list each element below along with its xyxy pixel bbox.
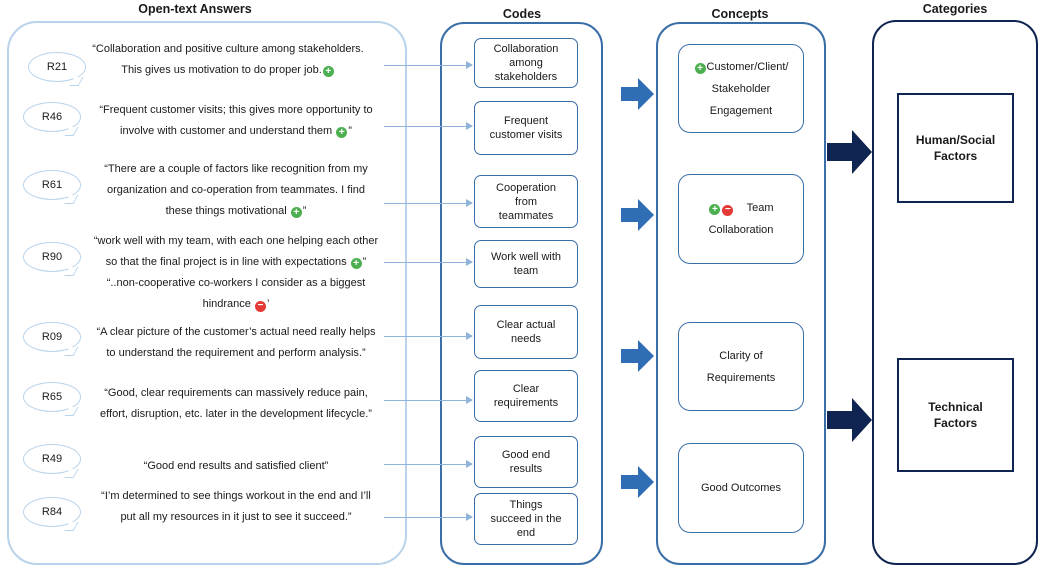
concept-line: Good Outcomes: [700, 482, 782, 494]
block-arrow: [621, 78, 654, 110]
quote-line: organization and co-operation from teamm…: [106, 184, 366, 196]
concept-line: Stakeholder: [711, 82, 771, 95]
negative-icon: −: [254, 301, 266, 312]
concept-box: +Customer/Client/ Stakeholder Engagement: [678, 44, 804, 133]
respondent-label-r46: R46: [23, 102, 81, 132]
concept-line: +Customer/Client/: [694, 56, 788, 78]
concept-box: Clarity of Requirements: [678, 322, 804, 411]
quote-line: effort, disruption, etc. later in the de…: [100, 408, 372, 420]
quote-line: involve with customer and understand the…: [120, 125, 352, 138]
respondent-label-r90: R90: [23, 242, 81, 272]
codes-title: Codes: [502, 7, 542, 21]
quote-line: hindrance −’: [202, 298, 270, 312]
positive-icon: +: [336, 127, 348, 138]
connector-arrow: [384, 258, 473, 266]
quote-line: “Collaboration and positive culture amon…: [92, 43, 364, 55]
connector-arrow: [384, 122, 473, 130]
quote-line: to understand the requirement and perfor…: [106, 347, 366, 359]
positive-icon: +: [709, 204, 721, 215]
quote-r84: “I’m determined to see things workout in…: [78, 486, 394, 528]
categories-panel: [872, 20, 1038, 565]
connector-arrow: [384, 513, 473, 521]
concept-line: Requirements: [706, 371, 776, 384]
concept-box: Good Outcomes: [678, 443, 804, 533]
respondent-label-r84: R84: [23, 497, 81, 527]
answers-title: Open-text Answers: [138, 2, 252, 16]
connector-arrow: [384, 460, 473, 468]
quote-line: put all my resources in it just to see i…: [120, 511, 352, 523]
quote-line: “work well with my team, with each one h…: [93, 235, 379, 247]
positive-icon: +: [290, 207, 302, 218]
quote-line: “Good end results and satisfied client”: [143, 460, 329, 472]
quote-line: these things motivational +”: [165, 205, 307, 218]
respondent-label-r49: R49: [23, 444, 81, 474]
quote-r09: “A clear picture of the customer’s actua…: [78, 322, 394, 364]
codes-panel: [440, 22, 603, 565]
connector-arrow: [384, 396, 473, 404]
concept-line: Clarity of: [719, 349, 763, 362]
quote-r61: “There are a couple of factors like reco…: [78, 159, 394, 222]
quote-line: “..non-cooperative co-workers I consider…: [106, 277, 366, 289]
quote-line: “There are a couple of factors like reco…: [104, 163, 368, 175]
quote-r49: “Good end results and satisfied client”: [78, 456, 394, 477]
categories-title: Categories: [922, 2, 988, 16]
connector-arrow: [384, 199, 473, 207]
concepts-title: Concepts: [711, 7, 769, 21]
positive-icon: +: [350, 258, 362, 269]
quote-line: “Frequent customer visits; this gives mo…: [99, 104, 373, 116]
dark-block-arrow: [827, 130, 872, 174]
positive-icon: +: [694, 62, 706, 74]
connector-arrow: [384, 61, 473, 69]
connector-arrow: [384, 332, 473, 340]
concept-box: +− Team Collaboration: [678, 174, 804, 264]
concepts-panel: [656, 22, 826, 565]
quote-r90: “work well with my team, with each one h…: [78, 231, 394, 315]
block-arrow: [621, 340, 654, 372]
quote-r46: “Frequent customer visits; this gives mo…: [78, 100, 394, 142]
quote-r21: “Collaboration and positive culture amon…: [78, 39, 378, 81]
concept-line: +− Team: [708, 197, 774, 219]
positive-icon: +: [322, 66, 334, 77]
respondent-label-r65: R65: [23, 382, 81, 412]
negative-icon: −: [722, 205, 734, 216]
respondent-label-r09: R09: [23, 322, 81, 352]
block-arrow: [621, 466, 654, 498]
quote-line: “I’m determined to see things workout in…: [101, 490, 371, 502]
quote-line: “Good, clear requirements can massively …: [104, 387, 368, 399]
block-arrow: [621, 199, 654, 231]
respondent-label-r21: R21: [28, 52, 86, 82]
respondent-label-r61: R61: [23, 170, 81, 200]
quote-line: This gives us motivation to do proper jo…: [78, 60, 378, 81]
concept-line: Collaboration: [708, 224, 774, 236]
quote-line: so that the final project is in line wit…: [105, 256, 367, 269]
quote-line: “A clear picture of the customer’s actua…: [96, 326, 376, 338]
answers-panel: [7, 21, 407, 565]
dark-block-arrow: [827, 398, 872, 442]
quote-r65: “Good, clear requirements can massively …: [78, 383, 394, 425]
concept-line: Engagement: [709, 104, 773, 117]
